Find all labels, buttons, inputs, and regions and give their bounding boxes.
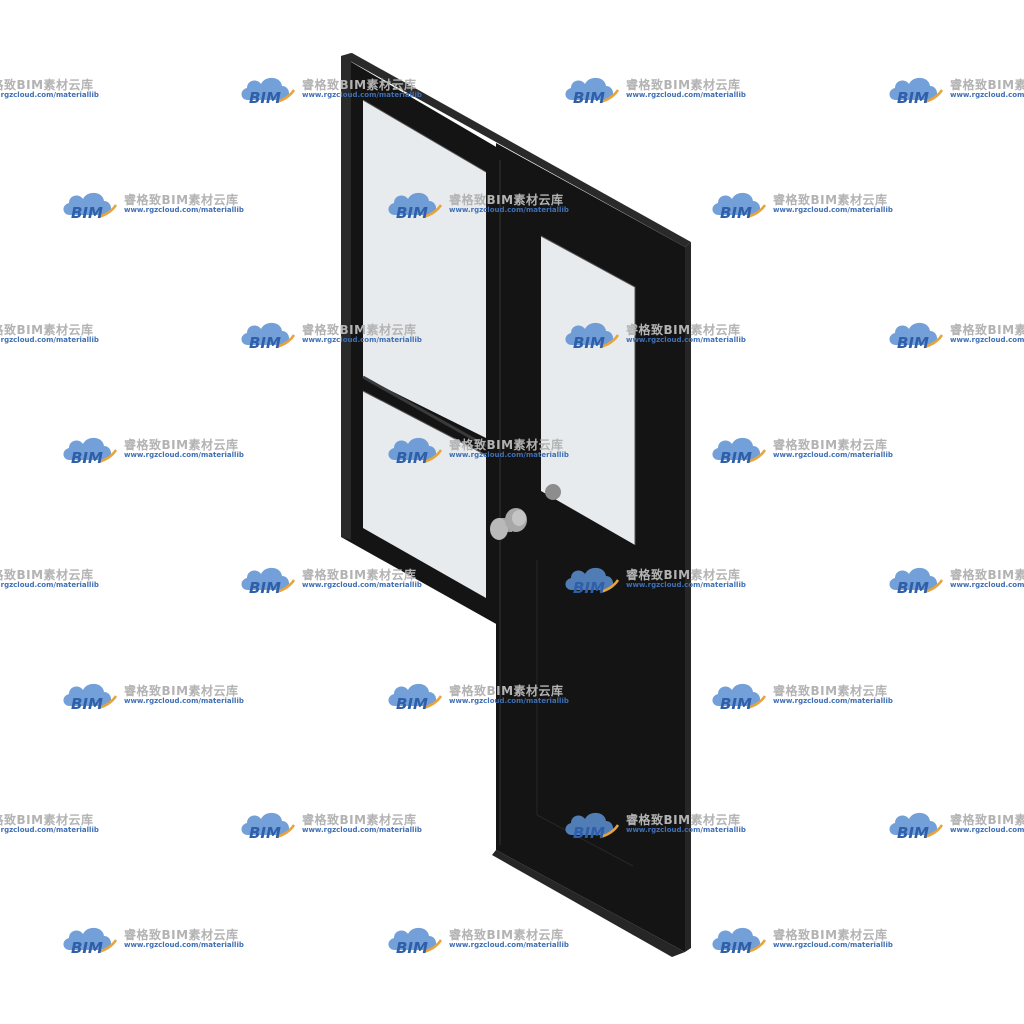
door-knob [490,508,527,540]
door-leaf-bottom-edge [492,850,685,957]
sidelight-panel [341,53,498,625]
sidelight-frame-edge [341,53,351,540]
sidelight-upper-glass [363,100,486,438]
door-leaf-side-edge [685,242,691,952]
door-vision-glass [541,236,635,545]
door-leaf-top-edge [341,53,691,247]
door-knob-rear [545,484,561,500]
door-leaf [341,53,691,957]
